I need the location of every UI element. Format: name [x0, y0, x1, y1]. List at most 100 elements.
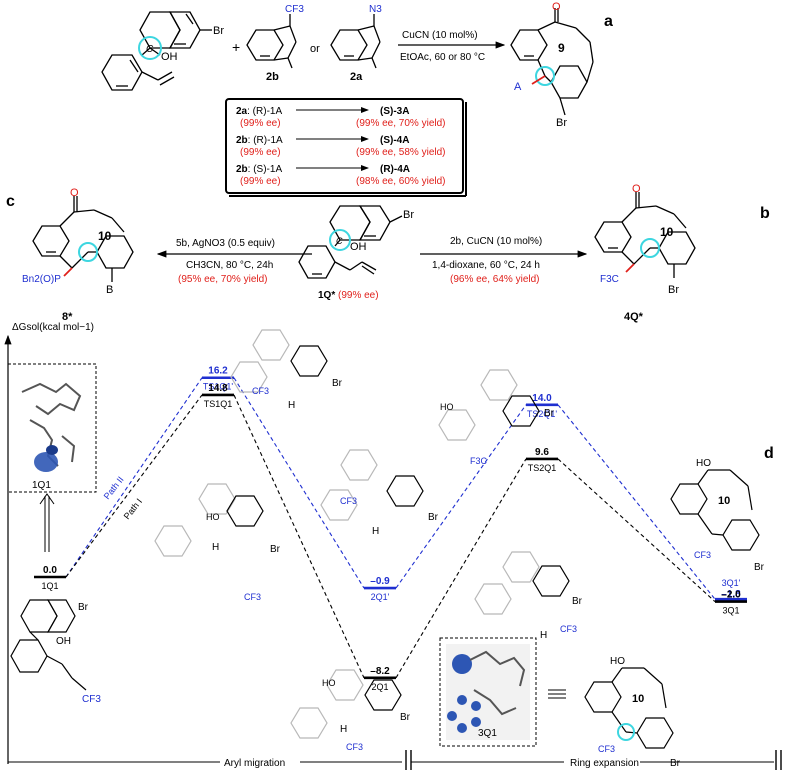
structure-3q1-cf3: CF3	[598, 744, 615, 754]
state-label: 2Q1	[371, 682, 388, 692]
structure-ts2q1-br: Br	[572, 596, 583, 607]
results-yield: (99% ee, 70% yield)	[356, 118, 446, 129]
center-br-label: Br	[403, 209, 414, 221]
br-label: Br	[213, 25, 224, 37]
structure-3q1-ring: 10	[632, 693, 644, 705]
product-8-b: B	[106, 284, 113, 296]
center-starting-material-1q: C OH Br 1Q* (99% ee)	[298, 205, 414, 301]
energy-connector	[233, 394, 365, 679]
panel-b-label: b	[760, 205, 770, 222]
reagent-2a	[330, 14, 381, 69]
product-4q-substituent: F3C	[600, 274, 619, 285]
reaction-a-conditions-top: CuCN (10 mol%)	[402, 30, 478, 41]
structure-2q1-cf3: CF3	[346, 742, 363, 752]
results-substrate: 2b: (S)-1A	[236, 164, 282, 175]
energy-value: 16.2	[208, 366, 228, 377]
structure-ts2q1p-ho: HO	[440, 402, 454, 412]
structure-ts1q1p-h: H	[288, 400, 295, 411]
energy-value: –0.9	[370, 576, 390, 587]
state-label: TS1Q1	[204, 399, 233, 409]
product-4q-o: O	[632, 183, 641, 195]
results-product: (S)-4A	[380, 135, 409, 146]
reaction-c-yield: (95% ee, 70% yield)	[178, 274, 268, 285]
energy-level-3q1: –2.0 3Q1	[715, 590, 747, 616]
center-sm-label: 1Q*	[318, 290, 335, 301]
energy-value: 14.8	[208, 383, 228, 394]
ketone-o: O	[552, 1, 561, 13]
results-product: (S)-3A	[380, 106, 409, 117]
structure-1q1	[10, 599, 87, 691]
plus-sign: +	[232, 39, 240, 55]
results-substrate: 2b: (R)-1A	[236, 135, 283, 146]
y-axis-label: ΔGsol(kcal mol−1)	[12, 322, 94, 333]
product-a-br: Br	[556, 117, 567, 129]
reagent-2b	[246, 14, 297, 69]
structure-1q1-br: Br	[78, 602, 89, 613]
structure-2q1	[290, 669, 402, 739]
energy-value: 9.6	[535, 447, 549, 458]
structure-2q1-h: H	[340, 724, 347, 735]
path-ii-label: Path II	[102, 475, 126, 502]
structure-2q1-br: Br	[400, 712, 411, 723]
energy-connector	[395, 404, 527, 589]
structure-ts1q1-cf3: CF3	[244, 592, 261, 602]
product-8-highlight	[78, 242, 98, 262]
product-a-substituent: A	[514, 81, 522, 93]
results-ee: (99% ee)	[240, 118, 281, 129]
results-row: 2b: (S)-1A(99% ee)(R)-4A(98% ee, 60% yie…	[236, 164, 446, 187]
reaction-c-conditions-mid: CH3CN, 80 °C, 24h	[186, 260, 273, 271]
reaction-b-conditions-mid: 1,4-dioxane, 60 °C, 24 h	[432, 260, 540, 271]
structure-2q1p-cf3: CF3	[340, 496, 357, 506]
oh-label: OH	[161, 51, 178, 63]
results-ee: (99% ee)	[240, 147, 281, 158]
panel-c-label: c	[6, 193, 15, 210]
energy-connector	[557, 458, 716, 603]
product-8-label: 8*	[62, 311, 73, 323]
reaction-b-yield: (96% ee, 64% yield)	[450, 274, 540, 285]
center-oh-label: OH	[350, 241, 367, 253]
structure-3q1-br: Br	[670, 758, 681, 769]
structure-ts1q1-h: H	[212, 542, 219, 553]
center-c-label: C	[336, 236, 343, 246]
energy-connector	[65, 377, 203, 578]
product-a-ring: 9	[558, 41, 565, 55]
results-row: 2a: (R)-1A(99% ee) (S)-3A(99% ee, 70% yie…	[236, 106, 446, 129]
structure-3q1p-ho: HO	[696, 458, 711, 469]
product-4q-ring: 10	[660, 225, 674, 239]
energy-value: –2.0	[721, 590, 741, 601]
structure-3q1p-br: Br	[754, 562, 765, 573]
reaction-a: C OH Br + CF3 2b or N3	[101, 1, 613, 129]
reaction-c: c O 10 Bn2(O)P B 8* 5b, AgNO3 (0.5 equiv…	[6, 187, 312, 323]
structure-ts1q1p	[230, 329, 328, 393]
reagent-2b-label: 2b	[266, 71, 279, 83]
structure-1q1-oh: OH	[56, 636, 71, 647]
reaction-b: 2b, CuCN (10 mol%) 1,4-dioxane, 60 °C, 2…	[420, 183, 770, 323]
product-4q-br: Br	[668, 284, 679, 296]
state-label: TS1Q1'	[203, 382, 234, 392]
energy-connector	[557, 404, 716, 600]
energy-connector	[395, 458, 527, 679]
reagent-2a-label: 2a	[350, 71, 363, 83]
state-label: 3Q1	[722, 606, 739, 616]
results-substrate: 2a: (R)-1A	[236, 106, 282, 117]
structure-3q1-ho: HO	[610, 656, 625, 667]
results-yield: (99% ee, 58% yield)	[356, 147, 446, 158]
product-8-o: O	[70, 187, 79, 199]
structure-2q1p-h: H	[372, 526, 379, 537]
results-yield: (98% ee, 60% yield)	[356, 176, 446, 187]
product-8-ring: 10	[98, 229, 112, 243]
product-4q-structure	[594, 192, 696, 278]
state-label: 3Q1'	[722, 578, 741, 588]
energy-value: –1.8	[721, 589, 741, 600]
inset-1q1: 1Q1	[7, 363, 97, 493]
structure-ts1q1	[154, 483, 264, 557]
product-a-highlight	[535, 66, 555, 86]
structure-ts1q1p-br: Br	[332, 378, 343, 389]
